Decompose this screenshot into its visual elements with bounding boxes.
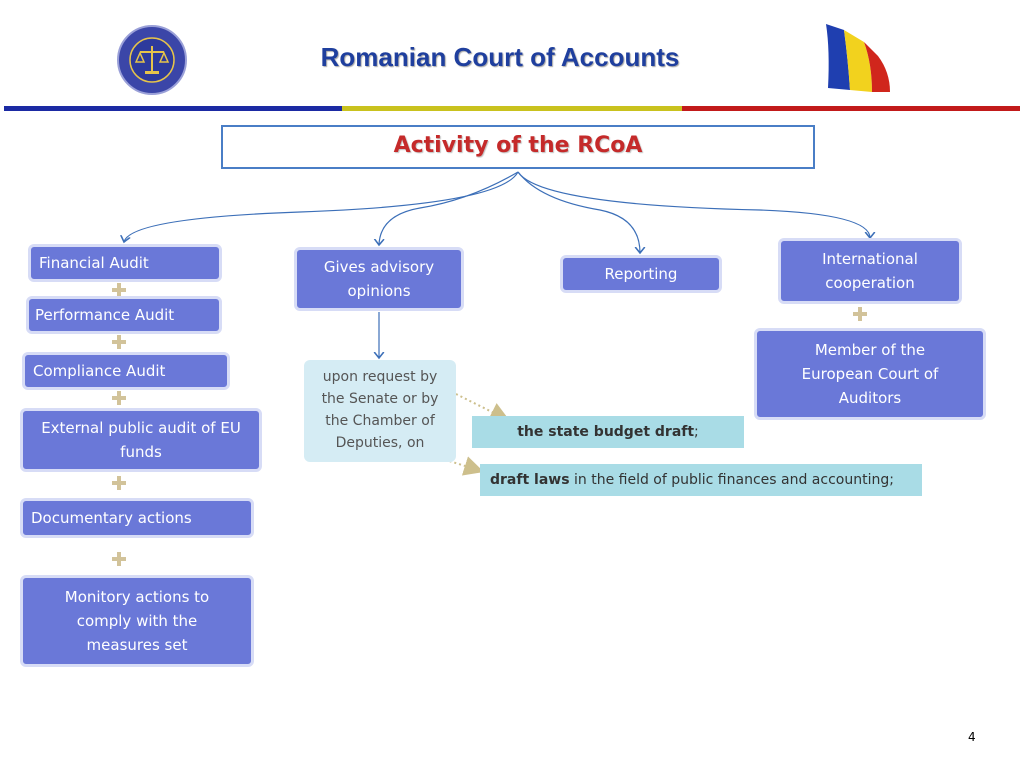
plus-icon <box>852 306 868 322</box>
draft-laws-bold: draft laws <box>490 472 570 488</box>
logo-seal <box>116 24 188 96</box>
financial-audit-box: Financial Audit <box>28 244 222 282</box>
european-court-member-box: Member of the European Court of Auditors <box>754 328 986 420</box>
advisory-detail-box: upon request by the Senate or by the Cha… <box>304 360 456 462</box>
reporting-box: Reporting <box>560 255 722 293</box>
plus-icon <box>111 282 127 298</box>
connector-financial-audit <box>124 171 519 242</box>
header-bar-blue <box>4 106 342 111</box>
performance-audit-box: Performance Audit <box>26 296 222 334</box>
international-cooperation-box: International cooperation <box>778 238 962 304</box>
advisory-opinions-box: Gives advisory opinions <box>294 247 464 311</box>
header-bar-red <box>682 106 1020 111</box>
connector-international <box>517 171 870 238</box>
main-title: Activity of the RCoA <box>393 133 643 158</box>
plus-icon <box>111 334 127 350</box>
page-title: Romanian Court of Accounts <box>320 42 680 72</box>
eu-funds-audit-box: External public audit of EU funds <box>20 408 262 472</box>
page-number: 4 <box>968 730 976 744</box>
main-title-box <box>221 125 815 169</box>
plus-icon <box>111 475 127 491</box>
romanian-flag-icon <box>820 20 894 94</box>
state-budget-draft-rest: ; <box>694 424 699 440</box>
documentary-actions-box: Documentary actions <box>20 498 254 538</box>
draft-laws-box: draft laws in the field of public financ… <box>480 464 922 496</box>
plus-icon <box>111 551 127 567</box>
monitory-actions-box: Monitory actions to comply with the meas… <box>20 575 254 667</box>
connector-advisory <box>379 171 519 245</box>
header-bar-yellow <box>342 106 682 111</box>
connector-reporting <box>517 171 640 253</box>
draft-laws-rest: in the field of public finances and acco… <box>569 472 894 488</box>
state-budget-draft-bold: the state budget draft <box>517 424 695 440</box>
state-budget-draft-box: the state budget draft; <box>472 416 744 448</box>
compliance-audit-box: Compliance Audit <box>22 352 230 390</box>
plus-icon <box>111 390 127 406</box>
